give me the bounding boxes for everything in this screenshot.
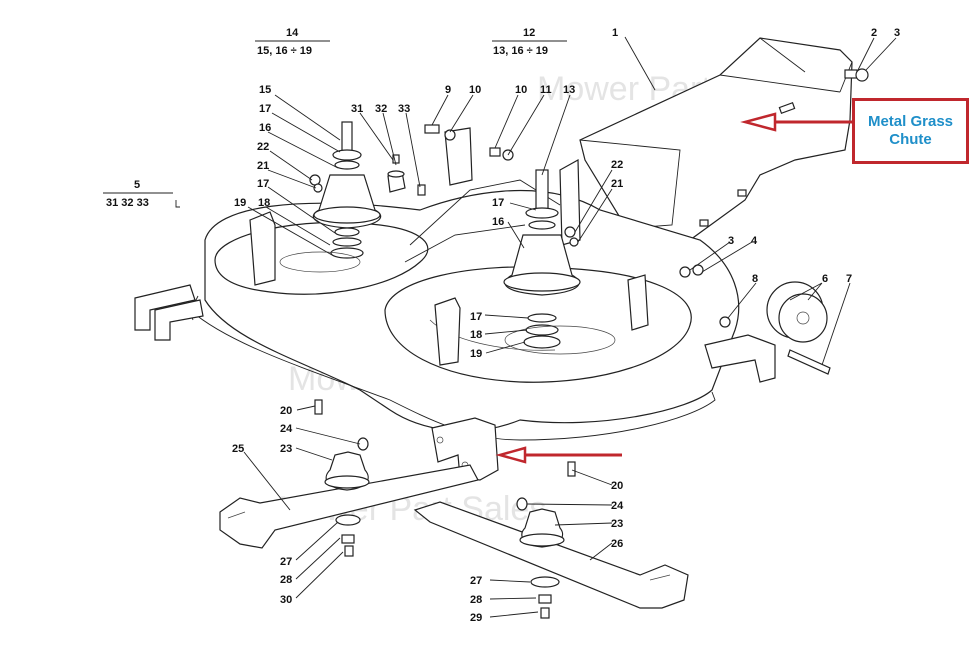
callout: 2 [871, 27, 877, 39]
callout: 24 [280, 423, 293, 435]
callout: 13 [563, 84, 575, 96]
callout: 27 [470, 575, 482, 587]
callout: 17 [492, 197, 504, 209]
callout: 25 [232, 443, 244, 455]
callout: 4 [751, 235, 758, 247]
callout: 23 [280, 443, 292, 455]
callout: 22 [257, 141, 269, 153]
group-id: 12 [523, 27, 535, 39]
callout: 6 [822, 273, 828, 285]
callout: 3 [728, 235, 734, 247]
callout: 7 [846, 273, 852, 285]
callout: 18 [470, 329, 482, 341]
callout: 19 [470, 348, 482, 360]
hardware-small-parts [309, 68, 869, 328]
callout: 20 [611, 480, 623, 492]
callout: 27 [280, 556, 292, 568]
callout: 29 [470, 612, 482, 624]
callout: 17 [259, 103, 271, 115]
callout: 15 [259, 84, 271, 96]
annotation-label: Metal Grass Chute [867, 113, 954, 148]
annotation-arrows [495, 112, 852, 464]
left-blade [219, 399, 479, 557]
callout: 11 [540, 84, 552, 96]
group-id: 14 [286, 27, 299, 39]
left-spindle-assembly [279, 121, 382, 273]
callout: 3 [894, 27, 900, 39]
group-members: 13, 16 ÷ 19 [493, 45, 548, 57]
callout: 31 [351, 103, 363, 115]
callout-numbers: 1 2 3 15 17 16 22 21 17 19 18 31 32 33 9… [232, 27, 900, 624]
callout: 23 [611, 518, 623, 530]
callout: 26 [611, 538, 623, 550]
group-members: 15, 16 ÷ 19 [257, 45, 312, 57]
callout: 22 [611, 159, 623, 171]
callout: 10 [515, 84, 527, 96]
group-members: 31 32 33 [106, 197, 149, 209]
callout: 17 [257, 178, 269, 190]
callout: 30 [280, 594, 292, 606]
callout: 33 [398, 103, 410, 115]
callout: 8 [752, 273, 758, 285]
callout: 24 [611, 500, 624, 512]
callout: 32 [375, 103, 387, 115]
roller-wheel [766, 281, 831, 375]
group-id: 5 [134, 179, 140, 191]
callout: 10 [469, 84, 481, 96]
callout: 28 [280, 574, 292, 586]
callout: 21 [257, 160, 269, 172]
callout: 19 [234, 197, 246, 209]
callout: 28 [470, 594, 482, 606]
right-spindle-assembly [503, 169, 616, 355]
group-labels: 14 15, 16 ÷ 19 12 13, 16 ÷ 19 5 31 32 33 [106, 27, 548, 209]
callout: 9 [445, 84, 451, 96]
callout: 18 [258, 197, 270, 209]
callout: 20 [280, 405, 292, 417]
right-blade [413, 461, 689, 619]
callout: 21 [611, 178, 623, 190]
callout: 16 [259, 122, 271, 134]
metal-grass-chute-annotation: Metal Grass Chute [852, 98, 969, 164]
leader-lines [103, 36, 897, 618]
callout: 16 [492, 216, 504, 228]
callout: 17 [470, 311, 482, 323]
callout: 1 [612, 27, 618, 39]
